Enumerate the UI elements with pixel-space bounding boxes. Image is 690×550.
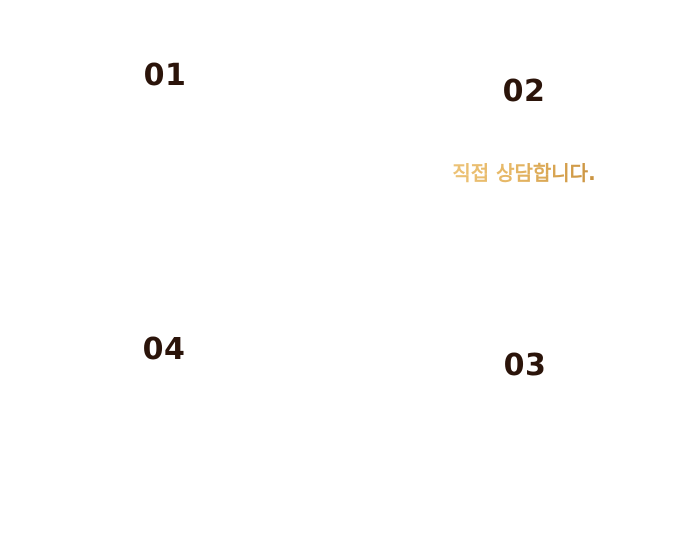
step-number: 03: [503, 348, 547, 383]
step-number: 01: [143, 58, 187, 93]
step-card-03: 03: [405, 348, 645, 548]
step-description: 직접 상담합니다.: [404, 160, 644, 186]
step-number: 02: [502, 74, 546, 109]
step-card-04: 04: [44, 332, 284, 532]
step-card-02: 02 직접 상담합니다.: [404, 74, 644, 274]
step-card-01: 01: [45, 58, 285, 258]
step-number: 04: [142, 332, 186, 367]
